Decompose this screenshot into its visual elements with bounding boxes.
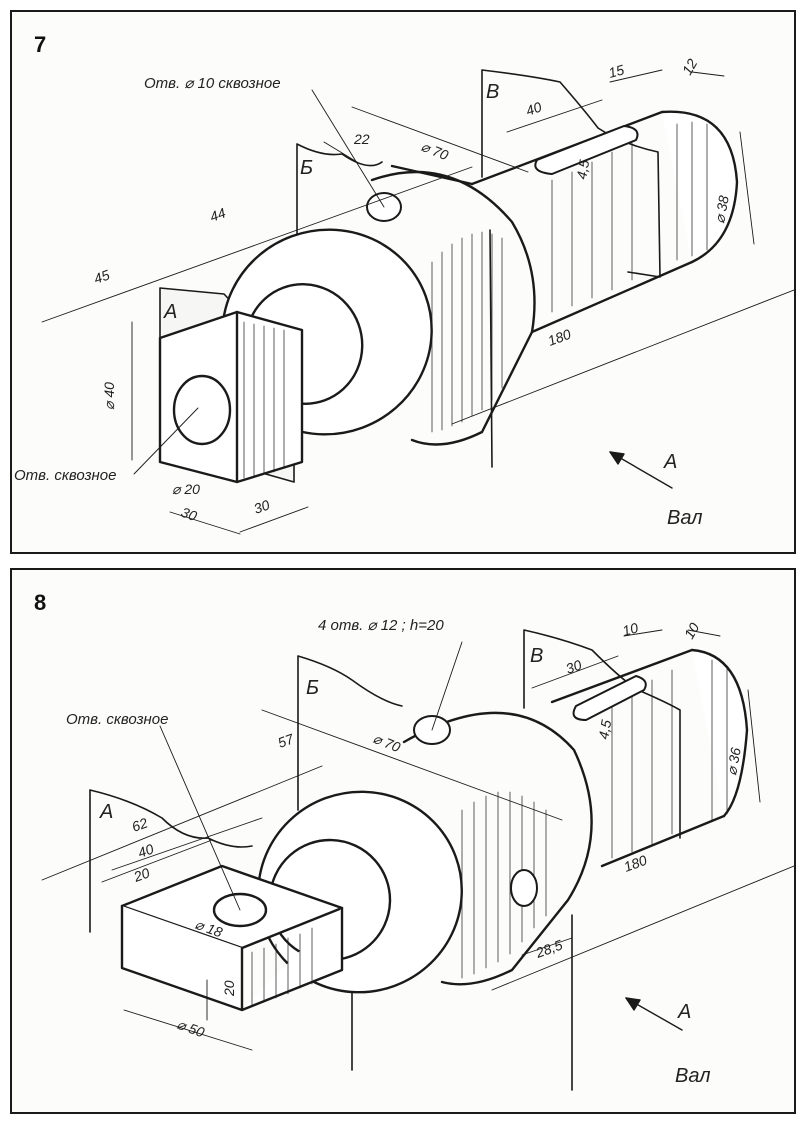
- dim-d50: ⌀ 50: [175, 1016, 207, 1041]
- dim-d36: ⌀ 36: [723, 746, 744, 776]
- section-b-label: Б: [300, 157, 313, 179]
- dim-10b: 10: [681, 620, 703, 642]
- section-b-label: Б: [306, 677, 319, 699]
- panel-number: 7: [34, 32, 47, 57]
- dim-20a: 20: [131, 864, 152, 885]
- dim-30a: 30: [179, 504, 199, 524]
- section-v-label: В: [530, 645, 543, 667]
- part-name-label: Вал: [675, 1065, 711, 1087]
- hub-shading: [431, 231, 503, 433]
- dim-44: 44: [208, 204, 228, 224]
- labels: 4 отв. ⌀ 12 ; h=20 Отв. сквозное А Б В А…: [66, 617, 711, 1087]
- block-shading: [243, 321, 285, 479]
- leader-lines: [159, 641, 463, 911]
- panel-number: 8: [34, 590, 47, 615]
- labels: Отв. ⌀ 10 сквозное Отв. сквозное А Б В А…: [14, 75, 703, 529]
- dim-40: 40: [136, 840, 156, 860]
- dimension-lines: [41, 69, 794, 535]
- view-arrow: [625, 997, 683, 1031]
- dim-22: 22: [353, 131, 370, 147]
- block-shading: [251, 927, 313, 1007]
- section-a-label: А: [163, 301, 177, 323]
- section-plane-a: [89, 789, 253, 933]
- through-hole-label: Отв. сквозное: [14, 467, 117, 484]
- dim-d20: ⌀ 20: [172, 481, 200, 497]
- dim-40: 40: [524, 98, 544, 118]
- drawing-panel-7: 7: [10, 10, 796, 554]
- hole-note-label: Отв. ⌀ 10 сквозное: [144, 75, 281, 92]
- dimension-lines: [41, 629, 794, 1051]
- dim-4-5: 4,5: [573, 158, 592, 180]
- section-plane-v: [481, 69, 661, 278]
- view-arrow: [609, 451, 673, 489]
- leader-lines: [133, 89, 385, 475]
- keyway-slot: [572, 675, 647, 721]
- shaft-body: [550, 648, 749, 868]
- section-plane-b: [297, 655, 573, 1091]
- front-block: [120, 864, 344, 1012]
- dim-30b: 30: [252, 496, 272, 516]
- front-block: [158, 310, 304, 484]
- dim-45: 45: [92, 266, 112, 286]
- part-name-label: Вал: [667, 507, 703, 529]
- radial-hole-side: [510, 869, 538, 907]
- keyway-slot: [534, 125, 639, 175]
- dim-10a: 10: [621, 619, 640, 639]
- hub-shading: [461, 791, 547, 979]
- dim-d38: ⌀ 38: [711, 194, 732, 224]
- section-plane-v: [523, 629, 681, 839]
- dim-180: 180: [546, 326, 574, 349]
- dim-12: 12: [679, 56, 701, 78]
- dim-20b: 20: [221, 980, 237, 997]
- dim-62: 62: [130, 814, 150, 834]
- dimension-texts: ⌀ 70 ⌀ 40 ⌀ 20 ⌀ 38 22 44 45 180 30 30 4…: [92, 56, 732, 524]
- dim-180: 180: [622, 852, 650, 875]
- section-a-label: А: [99, 801, 113, 823]
- dim-57: 57: [276, 730, 297, 751]
- shaft-drawing-7: Отв. ⌀ 10 сквозное Отв. сквозное А Б В А…: [14, 56, 794, 535]
- view-label: А: [677, 1001, 691, 1023]
- drawing-panel-8: 8: [10, 568, 796, 1114]
- view-label: А: [663, 451, 677, 473]
- shaft-drawing-8: 4 отв. ⌀ 12 ; h=20 Отв. сквозное А Б В А…: [41, 617, 794, 1091]
- shaft-shading: [551, 121, 708, 313]
- hole-note-label: 4 отв. ⌀ 12 ; h=20: [318, 617, 444, 634]
- dim-30: 30: [564, 656, 584, 676]
- dim-4-5: 4,5: [595, 718, 614, 740]
- shaft-shading: [611, 659, 728, 859]
- dim-15: 15: [607, 61, 626, 81]
- through-hole-label: Отв. сквозное: [66, 711, 169, 728]
- section-v-label: В: [486, 81, 499, 103]
- dim-d40: ⌀ 40: [101, 382, 117, 410]
